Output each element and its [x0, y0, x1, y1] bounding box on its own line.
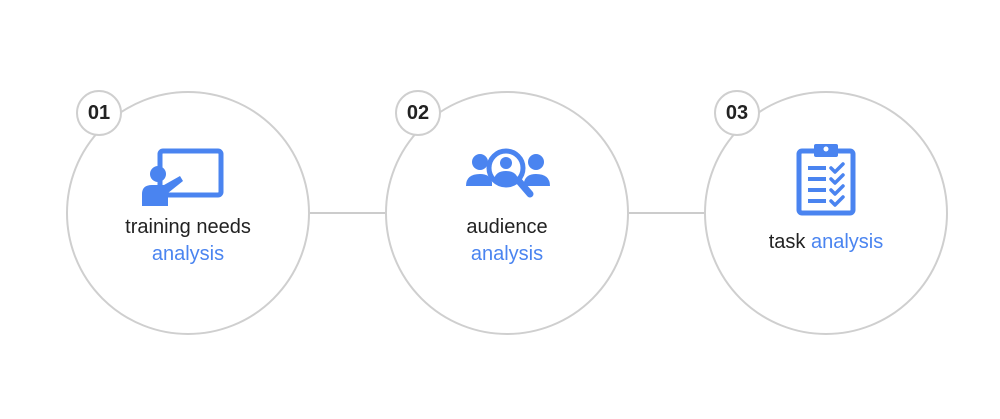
- step-label-1: training needs analysis: [66, 214, 310, 268]
- step-subtitle-3: analysis: [810, 231, 884, 253]
- step-number-badge-2: 02: [395, 90, 441, 136]
- audience-search-icon: [466, 148, 550, 198]
- presentation-board-icon: [142, 148, 224, 206]
- step-label-2: audience analysis: [385, 214, 629, 268]
- step-number-badge-1: 01: [76, 90, 122, 136]
- connector-line-1-2: [310, 212, 386, 214]
- step-number-badge-3: 03: [714, 90, 760, 136]
- connector-line-2-3: [629, 212, 705, 214]
- step-subtitle-1: analysis: [151, 243, 225, 265]
- step-title-2: audience: [466, 216, 548, 238]
- step-subtitle-2: analysis: [470, 243, 544, 265]
- step-title-3: task: [768, 231, 806, 253]
- clipboard-checklist-icon: [796, 144, 856, 216]
- step-title-1: training needs: [125, 216, 251, 238]
